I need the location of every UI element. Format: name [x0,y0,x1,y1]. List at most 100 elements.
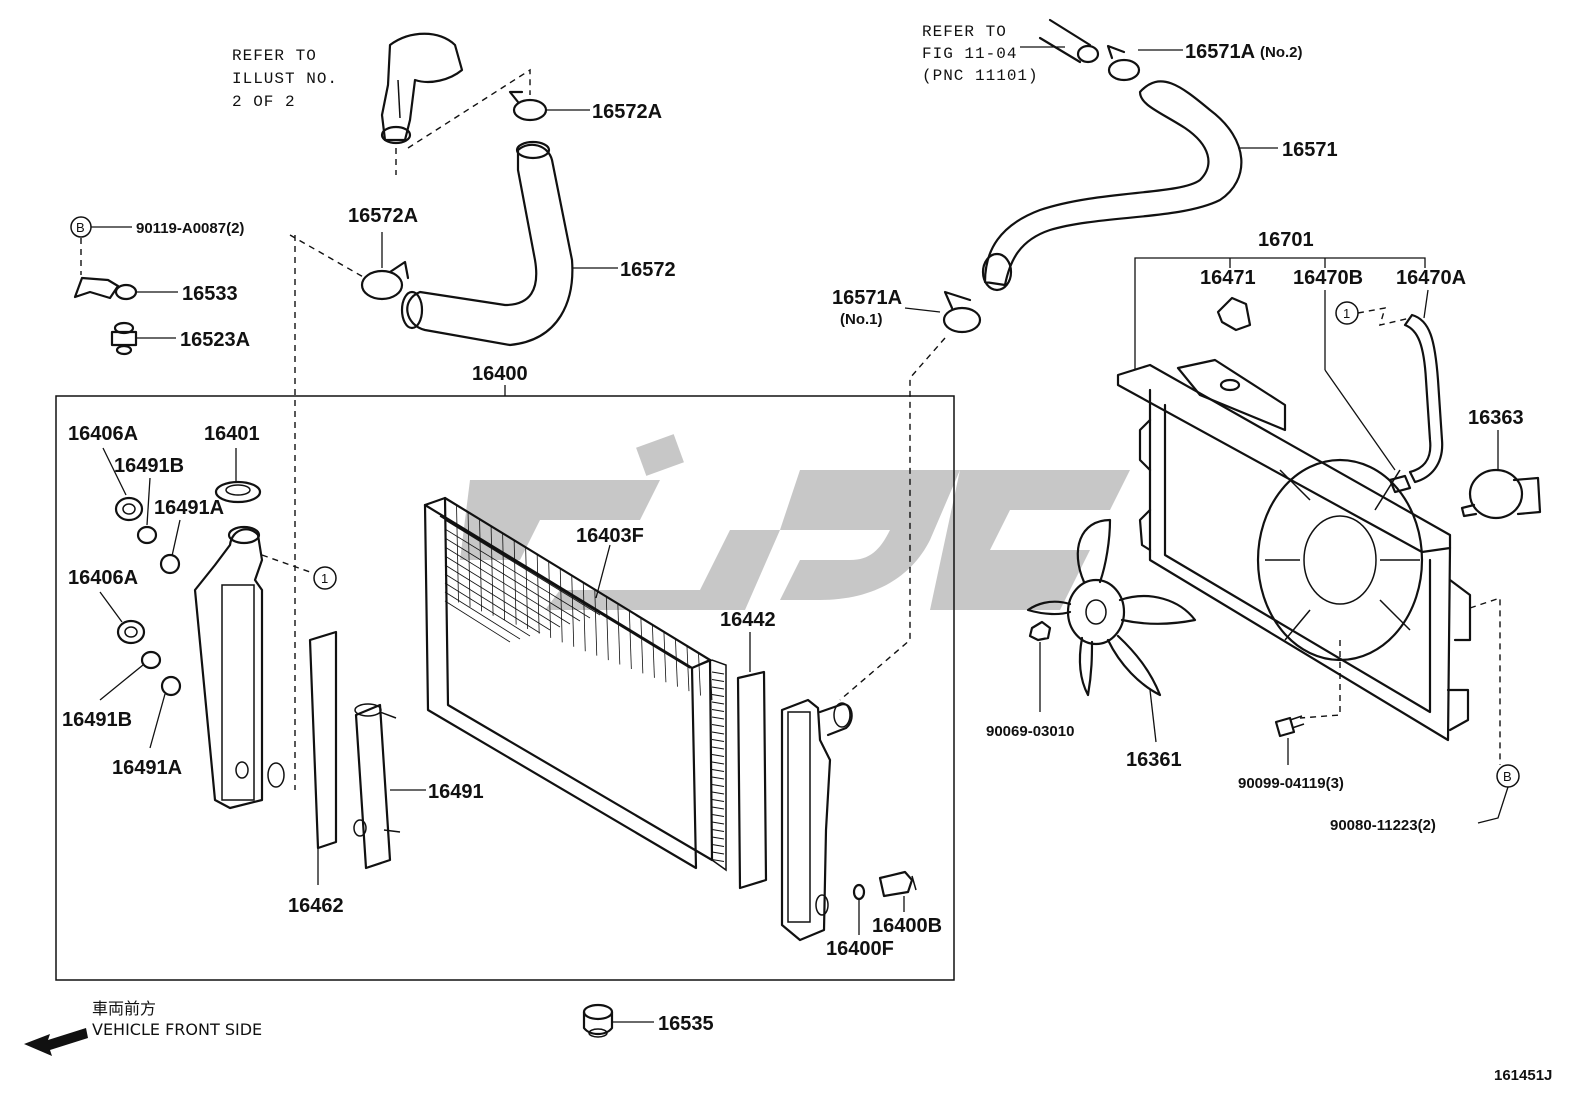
cushion-16523a [110,321,138,356]
refer-left-line-3: 2 OF 2 [232,93,296,111]
label-90080: 90080-11223(2) [1330,817,1436,834]
seal-16442 [736,670,768,890]
oring-16491a-1 [159,553,181,575]
label-16535: 16535 [658,1013,714,1035]
fin-line [698,652,701,696]
tank-seam-line [711,799,725,802]
tank-seam-line [711,859,725,862]
label-16491a-2: 16491A [112,757,182,779]
tank-seam-line [711,836,725,840]
label-16491b-1: 16491B [114,455,184,477]
pipe-16491 [353,703,401,870]
leader-16491a-1 [171,519,181,557]
leader-16491b-2 [99,664,144,701]
fan-shroud [1116,358,1472,742]
label-16533: 16533 [182,283,238,305]
circle-b-top: B [70,216,92,238]
fin-line [444,600,511,643]
tank-seam-line [711,814,725,817]
tank-seam-line [711,851,725,855]
fin-line [502,533,506,621]
label-16462: 16462 [288,895,344,917]
label-16400b: 16400B [872,915,942,937]
label-16442: 16442 [720,609,776,631]
right-tank [780,698,853,942]
refer-note-right: REFER TO FIG 11-04 (PNC 11101) [922,23,1039,85]
fin-line [444,582,531,637]
label-16401: 16401 [204,423,260,445]
circle-b-top-text: B [76,220,85,235]
tank-seam-line [711,754,725,757]
refer-right-line-1: REFER TO [922,23,1007,41]
label-16406a-1: 16406A [68,423,138,445]
tank-seam-line [711,701,725,705]
hose-16572 [400,140,574,347]
label-16363: 16363 [1468,407,1524,429]
tank-seam-line [711,671,725,675]
vehicle-front-arrow [24,1028,88,1056]
nut-16406a-2 [116,619,146,645]
fin-line [444,528,591,619]
label-16406a-2: 16406A [68,567,138,589]
tank-seam-line [711,821,725,825]
fin-line [444,573,541,634]
label-16491: 16491 [428,781,484,803]
front-label-jp: 車両前方 [92,999,156,1018]
fin-line [617,603,621,665]
refer-right-line-3: (PNC 11101) [922,67,1039,85]
label-16572: 16572 [620,259,676,281]
fin-line [456,505,459,603]
fin-line [490,526,494,616]
fin-line [663,631,667,683]
tank-seam-line [711,791,725,795]
fin-line [548,561,552,638]
radiator-core-fins [444,497,725,862]
tank-seam-line [711,761,725,765]
label-90119: 90119-A0087(2) [136,220,244,237]
fin-line [651,624,655,678]
fin-line [513,540,517,625]
label-16471: 16471 [1200,267,1256,289]
label-16571a-mid: 16571A [832,287,902,309]
tank-seam-line [711,686,725,690]
fin-line [479,519,482,612]
hose-16571 [981,80,1243,292]
bracket-16533 [73,276,138,301]
fin-line [444,564,551,631]
leader-16470b-2 [1324,369,1396,471]
water-outlet-illustration [380,32,464,145]
tank-seam-line [711,776,725,780]
tank-seam-line [711,739,725,742]
fin-line [444,555,561,628]
label-16400: 16400 [472,363,528,385]
refer-note-left: REFER TO ILLUST NO. 2 OF 2 [232,47,337,111]
guide-outlet [395,68,531,175]
tank-seam-line [711,784,725,787]
circle-b-right: B [1496,764,1520,788]
label-16571a-top-sub: (No.2) [1260,44,1303,61]
leader-16701-bracket [1134,257,1426,370]
circle-b-right-text: B [1503,769,1512,784]
tank-seam-line [711,769,725,772]
fin-line [536,554,540,634]
label-16572a-top: 16572A [592,101,662,123]
bolt-90099 [1274,715,1305,738]
washer-16491b-1 [136,525,158,545]
label-16491a-1: 16491A [154,497,224,519]
watermark-logo [460,434,1130,610]
label-16571: 16571 [1282,139,1338,161]
fin-line [605,596,609,661]
leader-16403f [595,544,611,599]
front-label-en: VEHICLE FRONT SIDE [92,1020,262,1039]
guide-circle-1-right [1357,307,1411,326]
leader-90080 [1477,786,1509,824]
nut-90069 [1028,620,1052,642]
fin-line [594,589,598,656]
label-16523a: 16523A [180,329,250,351]
label-16361: 16361 [1126,749,1182,771]
oring-16491a-2 [160,675,182,697]
circle-1-left: 1 [313,566,337,590]
leader-16470a [1423,289,1429,319]
